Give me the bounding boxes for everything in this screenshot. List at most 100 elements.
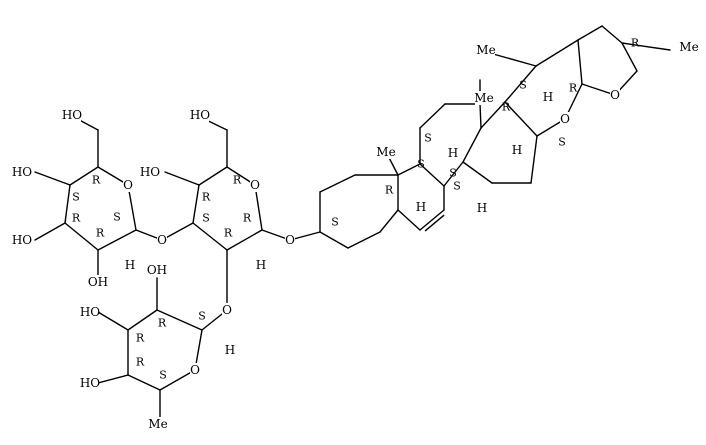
stereo-descriptor-10: S [331,216,339,229]
atom-label-25: H [416,200,426,214]
label-halo-4 [149,417,167,431]
atom-label-22: H [543,90,553,104]
stereo-descriptor-5: S [424,132,432,145]
label-halo-25 [416,200,426,214]
bond-p6-p1 [577,39,583,85]
stereo-descriptor-23: R [136,356,145,369]
stereo-descriptor-3: R [502,101,511,114]
bond-e1-e2 [504,65,537,103]
bond-a5-b2 [379,209,399,233]
label-halo-19 [148,263,166,277]
bond-p1-p2 [577,25,603,41]
bond-r_c4-r_o4 [97,374,129,384]
stereo-descriptor-16: R [92,174,101,187]
label-halo-1 [477,43,495,57]
bond-a1-a2 [319,174,356,193]
bond-p3-p4 [621,42,638,72]
bond-d1-d2 [462,127,482,163]
atom-label-1: Me [476,43,495,57]
bond-d2-d3 [462,161,493,184]
label-halo-26 [477,201,487,215]
label-halo-13 [191,108,209,122]
stereo-descriptor-17: S [72,191,80,204]
atom-label-5: O [610,88,620,102]
bond-p1-e1 [535,39,579,67]
atom-label-26: H [477,201,487,215]
atom-label-9: O [190,363,200,377]
bond-p2-p3 [601,25,623,44]
bond-s2_c3-s2_c2 [192,222,228,251]
label-halo-10 [285,233,295,247]
atom-label-6: O [560,112,570,126]
stereo-descriptor-21: R [158,317,167,330]
atom-label-18: OH [88,275,108,289]
bond-c5-d2 [443,161,464,187]
stereo-descriptor-9: S [453,180,461,193]
bond-s2_c5-s2_c4 [198,166,228,186]
stereo-descriptor-7: R [385,184,394,197]
stereo-descriptor-19: R [96,227,105,240]
label-halo-29 [225,343,235,357]
label-halo-9 [190,363,200,377]
atom-label-21: HO [80,376,100,390]
label-halo-12 [222,303,232,317]
stereo-descriptor-14: R [224,227,233,240]
label-halo-0 [680,40,698,54]
label-halo-6 [560,112,570,126]
atom-label-7: O [250,178,260,192]
label-halo-15 [63,108,81,122]
bond-a3-a4 [319,231,349,249]
bond-r_c4-r_c5 [127,374,161,391]
atom-label-8: O [123,178,133,192]
stereo-descriptor-22: R [136,332,145,345]
bond-b2-b3 [397,209,421,231]
stereo-descriptor-2: S [519,79,527,92]
bond-r_c5-r_o5 [159,369,196,391]
label-halo-2 [475,91,493,105]
bond-e2-d1 [480,101,506,129]
stereo-descriptor-20: S [113,211,121,224]
bond-p3-me1 [621,42,671,51]
label-halo-17 [13,233,31,247]
stereo-descriptor-13: S [202,212,210,225]
bond-s3_c2-s3_c1 [97,229,137,251]
bond-r_c3-r_o3 [97,311,129,331]
bond-s2_c1-s2_o5 [254,184,263,231]
atom-label-13: HO [190,108,210,122]
stereo-descriptor-18: R [72,212,81,225]
bond-s3_c3-s3_o3 [34,222,66,241]
label-halo-24 [448,146,458,160]
bond-s2_c4-s2_c3 [192,184,200,224]
label-halo-18 [89,275,107,289]
stereo-descriptor-11: R [233,174,242,187]
atom-label-28: H [125,258,135,272]
stereo-descriptor-6: S [417,158,425,171]
stereo-descriptor-25: S [198,310,206,323]
atom-label-10: O [285,233,295,247]
label-halo-14 [141,165,159,179]
label-halo-21 [81,376,99,390]
stereo-descriptor-0: R [631,37,640,50]
atom-label-23: H [512,143,522,157]
bond-s3_c3-s3_c2 [64,222,99,251]
bond-c4-b1 [397,163,421,176]
label-halo-23 [512,143,522,157]
atom-label-0: Me [679,40,698,54]
bond-r_c2-r_c3 [127,309,158,331]
atom-label-3: Me [376,145,395,159]
atom-label-11: O [157,233,167,247]
label-halo-22 [543,90,553,104]
stereo-descriptor-12: R [202,191,211,204]
label-halo-8 [123,178,133,192]
double-bond-b3-b4 [424,214,445,232]
label-halo-11 [157,233,167,247]
bond-s2_c4-s2_o4 [164,171,200,186]
bond-d1-c1 [479,103,482,129]
bond-a4-a5 [347,231,381,249]
atom-label-15: HO [62,108,82,122]
atom-label-29: H [225,343,235,357]
bond-s3_c5-s3_c4 [69,166,99,186]
label-halo-20 [81,305,99,319]
atom-label-4: Me [148,417,167,431]
